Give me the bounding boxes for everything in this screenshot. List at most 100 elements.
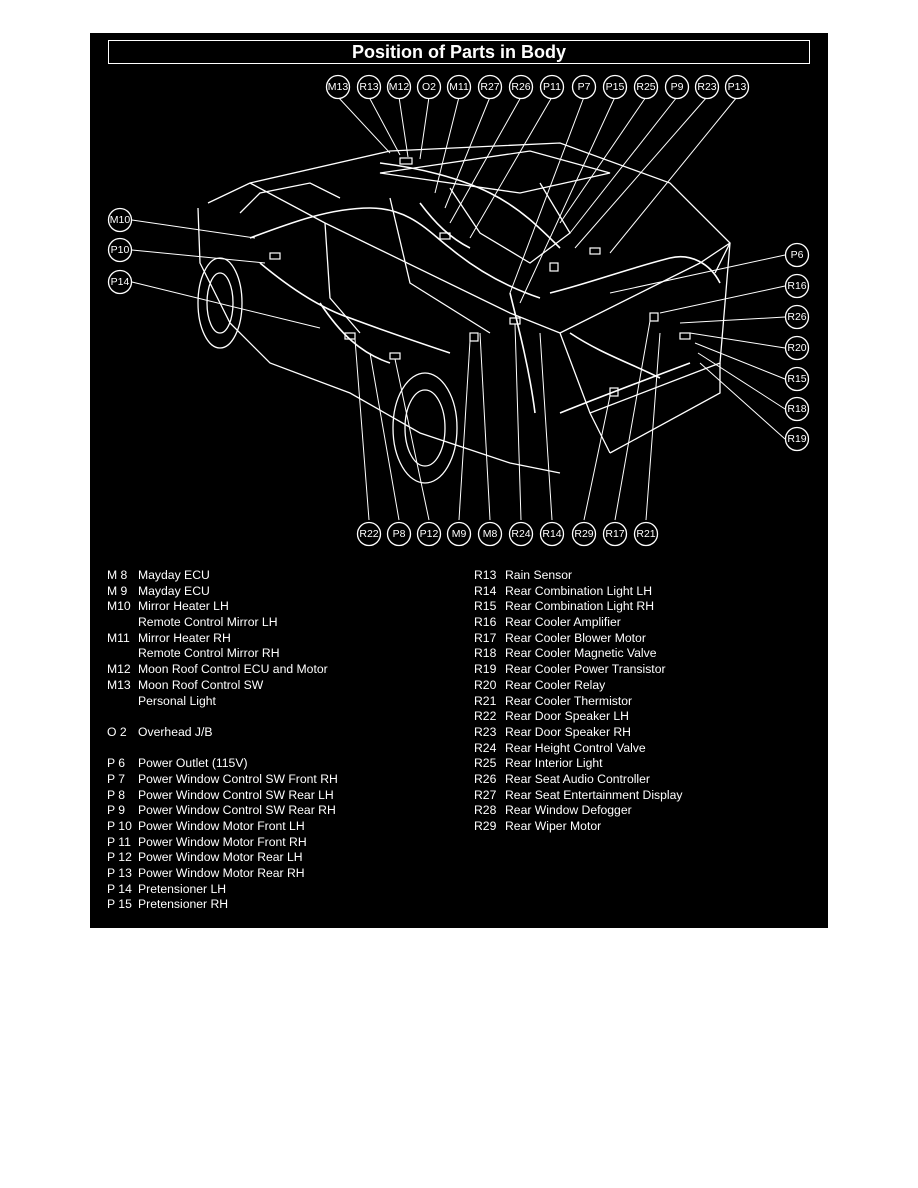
- callout-p12: P12: [416, 521, 442, 547]
- legend-part-name: Moon Roof Control SW: [138, 677, 264, 692]
- legend-code: R16: [474, 615, 497, 630]
- legend-part-name: Overhead J/B: [138, 724, 213, 739]
- callout-r21: R21: [633, 521, 659, 547]
- svg-text:R21: R21: [636, 528, 655, 540]
- callout-r27: R27: [477, 74, 503, 100]
- legend-part-name: Mirror Heater LH: [138, 599, 229, 614]
- legend-code: P 9: [107, 803, 126, 818]
- callout-p10: P10: [107, 237, 133, 263]
- callout-p7: P7: [571, 74, 597, 100]
- legend-code: P 10: [107, 819, 132, 833]
- legend-part-name: Rear Height Control Valve: [505, 740, 646, 755]
- svg-text:M11: M11: [449, 81, 469, 93]
- legend-part-name: Rain Sensor: [505, 568, 573, 582]
- legend-part-name: Rear Door Speaker LH: [505, 709, 629, 724]
- callout-m9: M9: [446, 521, 472, 547]
- callout-r23: R23: [694, 74, 720, 100]
- legend-part-name: Pretensioner RH: [138, 897, 229, 912]
- legend-code: P 14: [107, 881, 132, 896]
- legend-part-name: Rear Cooler Power Transistor: [505, 662, 666, 677]
- legend-part-name: Pretensioner LH: [138, 881, 227, 896]
- legend-row: Personal Light: [107, 694, 338, 710]
- legend-code: P 15: [107, 897, 132, 912]
- svg-text:P12: P12: [420, 528, 439, 540]
- callout-p11: P11: [539, 74, 565, 100]
- legend-row: P 12 Power Window Motor Rear LH: [107, 850, 338, 866]
- legend-code: R29: [474, 819, 497, 833]
- callout-p8: P8: [386, 521, 412, 547]
- legend-part-name: Rear Cooler Amplifier: [505, 615, 621, 630]
- callout-m8: M8: [477, 521, 503, 547]
- legend-part-name: Power Window Motor Rear LH: [138, 850, 303, 865]
- svg-text:R17: R17: [605, 528, 624, 540]
- svg-text:R16: R16: [787, 280, 806, 292]
- callout-m13: M13: [325, 74, 351, 100]
- callout-p15: P15: [602, 74, 628, 100]
- callout-r15: R15: [784, 366, 810, 392]
- legend-code: P 11: [107, 834, 131, 849]
- legend-code: P 12: [107, 850, 132, 865]
- callout-r26: R26: [508, 74, 534, 100]
- legend-part-name: Power Window Motor Front RH: [138, 834, 307, 849]
- callout-r29: R29: [571, 521, 597, 547]
- svg-text:P15: P15: [606, 81, 625, 93]
- callout-p14: P14: [107, 269, 133, 295]
- svg-text:R25: R25: [636, 81, 655, 93]
- legend-part-name: Rear Cooler Relay: [505, 677, 606, 692]
- legend-part-name: Rear Cooler Thermistor: [505, 693, 633, 708]
- callout-r24: R24: [508, 521, 534, 547]
- legend-part-name: Rear Cooler Magnetic Valve: [505, 646, 657, 661]
- legend-row: P 8 Power Window Control SW Rear LH: [107, 788, 338, 804]
- legend-part-name: Mayday ECU: [138, 568, 210, 582]
- svg-text:P8: P8: [393, 528, 406, 540]
- svg-text:R23: R23: [697, 81, 716, 93]
- leader-lines: [131, 96, 786, 521]
- legend-code: P 6: [107, 756, 126, 771]
- legend-code: P 8: [107, 787, 126, 802]
- callout-m11: M11: [446, 74, 472, 100]
- diagram-panel: Position of Parts in Body: [90, 33, 828, 928]
- svg-text:R20: R20: [787, 342, 806, 354]
- wiring-harness: [249, 157, 721, 414]
- callout-r13: R13: [356, 74, 382, 100]
- legend-code: M10: [107, 599, 131, 614]
- legend-row: M10 Mirror Heater LH: [107, 599, 338, 615]
- legend-code: P 7: [107, 771, 126, 786]
- legend-part-name: Power Window Control SW Rear LH: [138, 787, 334, 802]
- legend-row: Remote Control Mirror RH: [107, 646, 338, 662]
- legend-code: R28: [474, 803, 497, 818]
- callout-r17: R17: [602, 521, 628, 547]
- vehicle-wiring-diagram: M13R13M12O2M11R27R26P11P7P15R25P9R23P13 …: [107, 74, 810, 547]
- svg-text:R27: R27: [480, 81, 499, 93]
- svg-text:R18: R18: [787, 403, 806, 415]
- legend-code: R27: [474, 787, 497, 802]
- legend-part-name: Power Outlet (115V): [138, 756, 248, 771]
- svg-text:R19: R19: [787, 433, 806, 445]
- svg-text:R26: R26: [511, 81, 530, 93]
- legend-part-name: Rear Seat Audio Controller: [505, 771, 650, 786]
- legend-code: M13: [107, 677, 131, 692]
- legend-part-name: Power Window Control SW Rear RH: [138, 803, 336, 818]
- svg-text:M8: M8: [483, 528, 498, 540]
- callout-m10: M10: [107, 207, 133, 233]
- legend-code: M12: [107, 662, 131, 677]
- legend-part-name: Rear Door Speaker RH: [505, 724, 631, 739]
- legend-row: [107, 741, 338, 757]
